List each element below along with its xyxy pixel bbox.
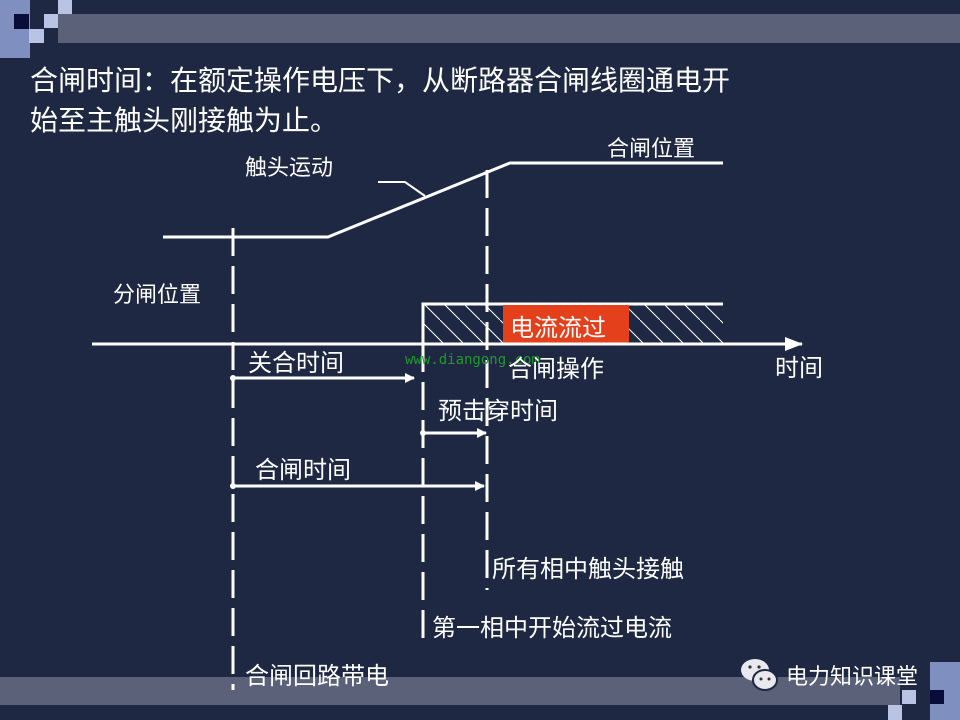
current-flow-label: 电流流过 xyxy=(510,314,606,342)
closing-time-label: 合闸时间 xyxy=(255,456,351,484)
current-flow-badge xyxy=(503,305,629,343)
wechat-icon xyxy=(741,659,778,691)
brand-name: 电力知识课堂 xyxy=(786,665,918,690)
slide-header-decoration xyxy=(0,0,960,58)
closed-position-label: 合闸位置 xyxy=(607,137,695,162)
open-position-label: 分闸位置 xyxy=(113,283,201,308)
title-line-1: 合闸时间：在额定操作电压下，从断路器合闸线圈通电开 xyxy=(30,64,730,97)
contact-motion-label: 触头运动 xyxy=(245,156,333,181)
all-phases-contact-label: 所有相中触头接触 xyxy=(492,555,684,583)
contact-motion-line xyxy=(163,161,723,239)
time-axis-label: 时间 xyxy=(775,354,823,382)
circuit-energized-label: 合闸回路带电 xyxy=(245,662,389,690)
first-phase-current-label: 第一相中开始流过电流 xyxy=(432,614,672,642)
prestrike-time-label: 预击穿时间 xyxy=(438,397,558,425)
title-line-2: 始至主触头刚接触为止。 xyxy=(30,104,338,137)
contact-motion-leader xyxy=(378,181,426,197)
watermark: www.diangong.com xyxy=(405,352,540,368)
make-time-label: 关合时间 xyxy=(248,349,344,377)
current-flow-outline xyxy=(421,302,723,344)
closing-operation-label: 合闸操作 xyxy=(508,355,604,383)
slide-footer-decoration xyxy=(0,662,960,720)
